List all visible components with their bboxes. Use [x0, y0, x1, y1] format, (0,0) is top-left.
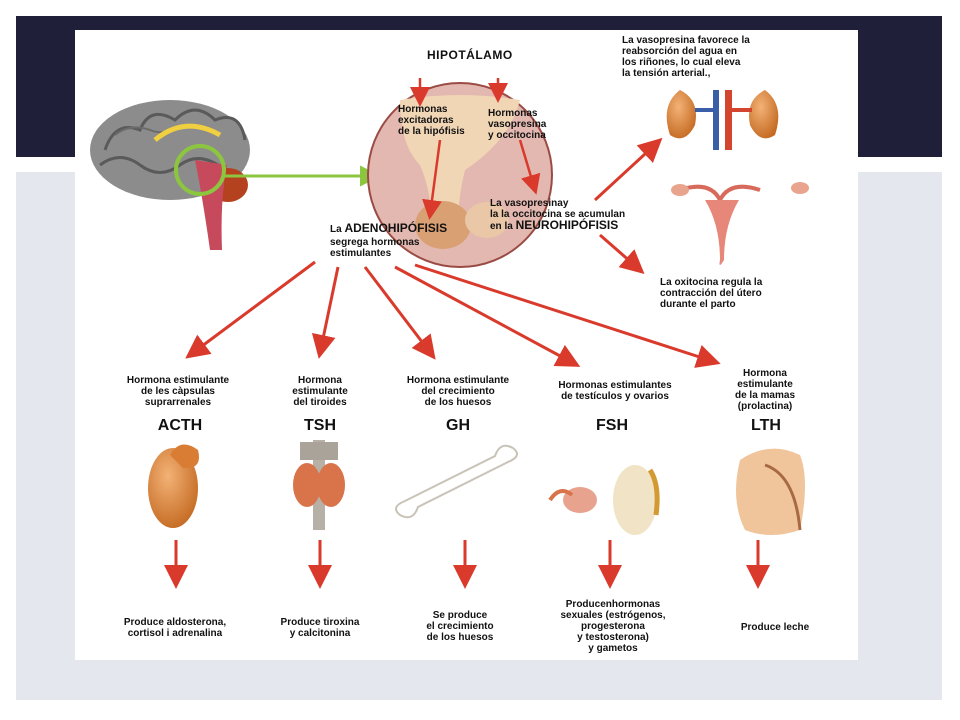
adenohypophysis-label: La ADENOHIPÓFISIS: [330, 221, 448, 235]
endocrine-diagram: HIPOTÁLAMO Hormonas excitadoras de la hi…: [75, 30, 858, 660]
fsh-code: FSH: [596, 417, 628, 434]
lth-code: LTH: [751, 417, 781, 434]
gonads-icon: [548, 465, 660, 535]
thyroid-icon: [293, 440, 345, 530]
acth-code: ACTH: [157, 417, 203, 434]
lth-description: Hormona estimulante de la mamas (prolact…: [734, 368, 796, 412]
excitatory-label: Hormonas excitadoras de la hipófisis: [398, 104, 465, 137]
kidneys-icon: [666, 90, 779, 150]
oxytocin-note: La oxitocina regula la contracción del ú…: [660, 277, 763, 310]
tsh-effect: Produce tiroxina y calcitonina: [280, 617, 360, 639]
fsh-description: Hormonas estimulantes de testículos y ov…: [558, 380, 672, 402]
lth-effect: Produce leche: [740, 622, 810, 633]
adrenal-gland-icon: [148, 444, 199, 528]
hypothalamus-title: HIPOTÁLAMO: [427, 48, 513, 62]
tsh-description: Hormona estimulante del tiroides: [292, 375, 348, 408]
diagram-graphics: [90, 78, 809, 589]
gh-description: Hormona estimulante del crecimiento de l…: [406, 375, 510, 408]
acth-effect: Produce aldosterona, cortisol i adrenali…: [123, 617, 227, 639]
vasopressin-oxytocin-label: Hormonas vasopresina y occitocina: [488, 108, 547, 141]
bone-icon: [395, 444, 518, 519]
tsh-code: TSH: [304, 417, 336, 434]
acth-description: Hormona estimulante de les càpsulas supr…: [126, 375, 230, 408]
neurohypophysis-label: La vasopresinay la la occitocina se acum…: [490, 198, 626, 232]
breast-icon: [736, 448, 805, 535]
uterus-icon: [671, 182, 809, 265]
vasopressin-note: La vasopresina favorece la reabsorción d…: [622, 35, 750, 79]
gh-effect: Se produce el crecimiento de los huesos: [426, 610, 494, 643]
adenohypophysis-sub: segrega hormonas estimulantes: [330, 237, 420, 259]
gh-code: GH: [446, 417, 470, 434]
fsh-effect: Producenhormonas sexuales (estrógenos, p…: [560, 599, 666, 654]
